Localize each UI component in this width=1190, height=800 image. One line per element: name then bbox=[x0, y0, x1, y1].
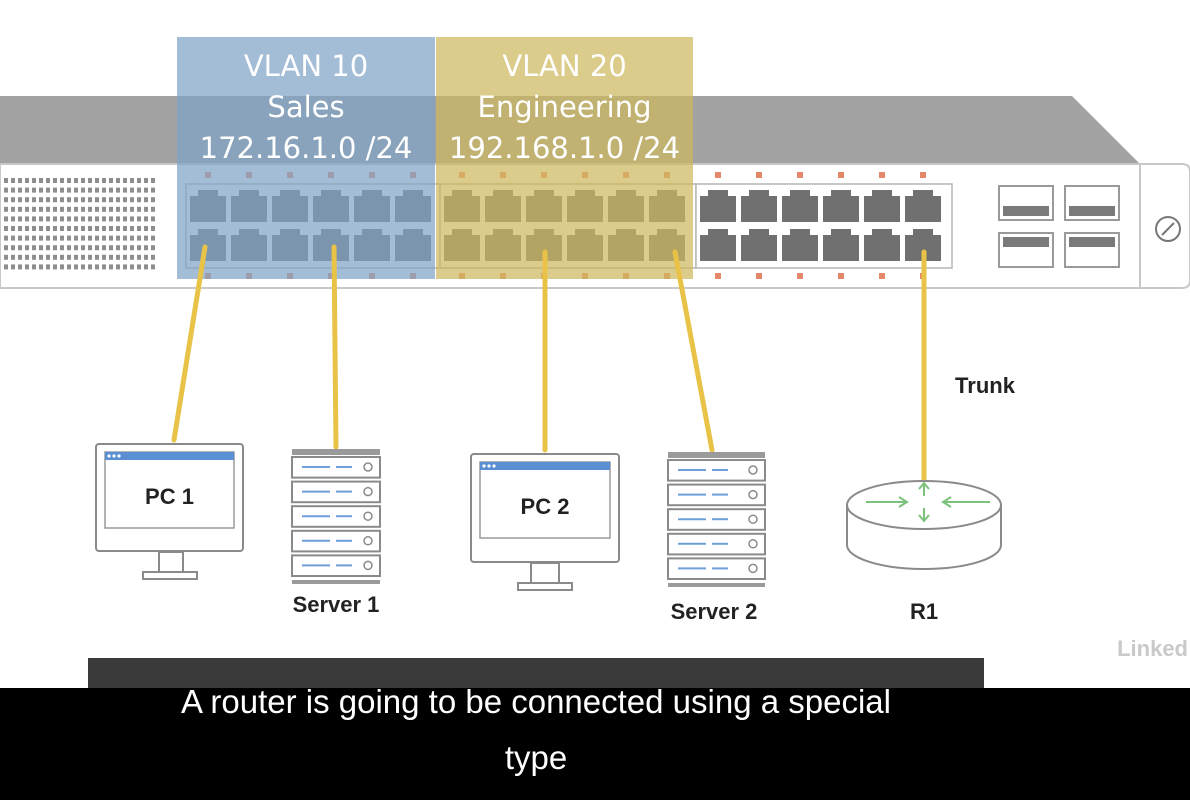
server1-label: Server 1 bbox=[292, 592, 380, 617]
vlan-10-overlay bbox=[177, 37, 435, 279]
ethernet-port bbox=[700, 190, 736, 222]
vlan-20-label: VLAN 20 Engineering 192.168.1.0 /24 bbox=[436, 46, 693, 169]
cables bbox=[171, 244, 927, 483]
ethernet-port bbox=[823, 229, 859, 261]
reset-button-icon bbox=[1155, 216, 1181, 242]
ethernet-port bbox=[782, 229, 818, 261]
pc2-monitor-icon bbox=[470, 453, 620, 591]
router-icon bbox=[846, 480, 1002, 570]
caption-line-2: type bbox=[504, 739, 568, 776]
vlan-10-label: VLAN 10 Sales 172.16.1.0 /24 bbox=[177, 46, 435, 169]
caption-top-bar bbox=[88, 658, 984, 690]
trunk-label: Trunk bbox=[955, 373, 1015, 398]
server1-rack-icon bbox=[291, 449, 381, 584]
vlan-10-id: VLAN 10 bbox=[243, 49, 369, 83]
vlan-20-id: VLAN 20 bbox=[502, 49, 627, 83]
pc2-label: PC 2 bbox=[520, 494, 570, 519]
server2-label: Server 2 bbox=[670, 599, 758, 624]
ethernet-port bbox=[864, 229, 900, 261]
linkedin-watermark: Linked bbox=[1117, 636, 1188, 661]
pc1-label: PC 1 bbox=[145, 484, 194, 509]
ethernet-port bbox=[823, 190, 859, 222]
ethernet-port bbox=[864, 190, 900, 222]
port-group-right bbox=[695, 172, 953, 279]
ethernet-port bbox=[741, 190, 777, 222]
ethernet-port bbox=[905, 190, 941, 222]
ethernet-port bbox=[905, 229, 941, 261]
ventilation-grille bbox=[4, 178, 155, 270]
ethernet-port bbox=[700, 229, 736, 261]
caption-band bbox=[0, 688, 1190, 800]
vlan-10-subnet: 172.16.1.0 /24 bbox=[199, 131, 413, 165]
cable-server1 bbox=[331, 244, 339, 450]
cable-server2 bbox=[672, 249, 715, 453]
cable-pc1 bbox=[171, 244, 208, 443]
ethernet-port bbox=[741, 229, 777, 261]
server2-rack-icon bbox=[667, 452, 766, 587]
vlan-20-overlay bbox=[436, 37, 693, 279]
caption-line-1: A router is going to be connected using … bbox=[181, 683, 891, 720]
ethernet-port bbox=[782, 190, 818, 222]
vlan-20-subnet: 192.168.1.0 /24 bbox=[448, 131, 681, 165]
sfp-modules bbox=[998, 185, 1120, 268]
pc1-monitor-icon bbox=[95, 443, 244, 580]
vlan-10-name: Sales bbox=[267, 90, 345, 124]
router-label: R1 bbox=[909, 599, 939, 624]
vlan-20-name: Engineering bbox=[477, 90, 652, 124]
